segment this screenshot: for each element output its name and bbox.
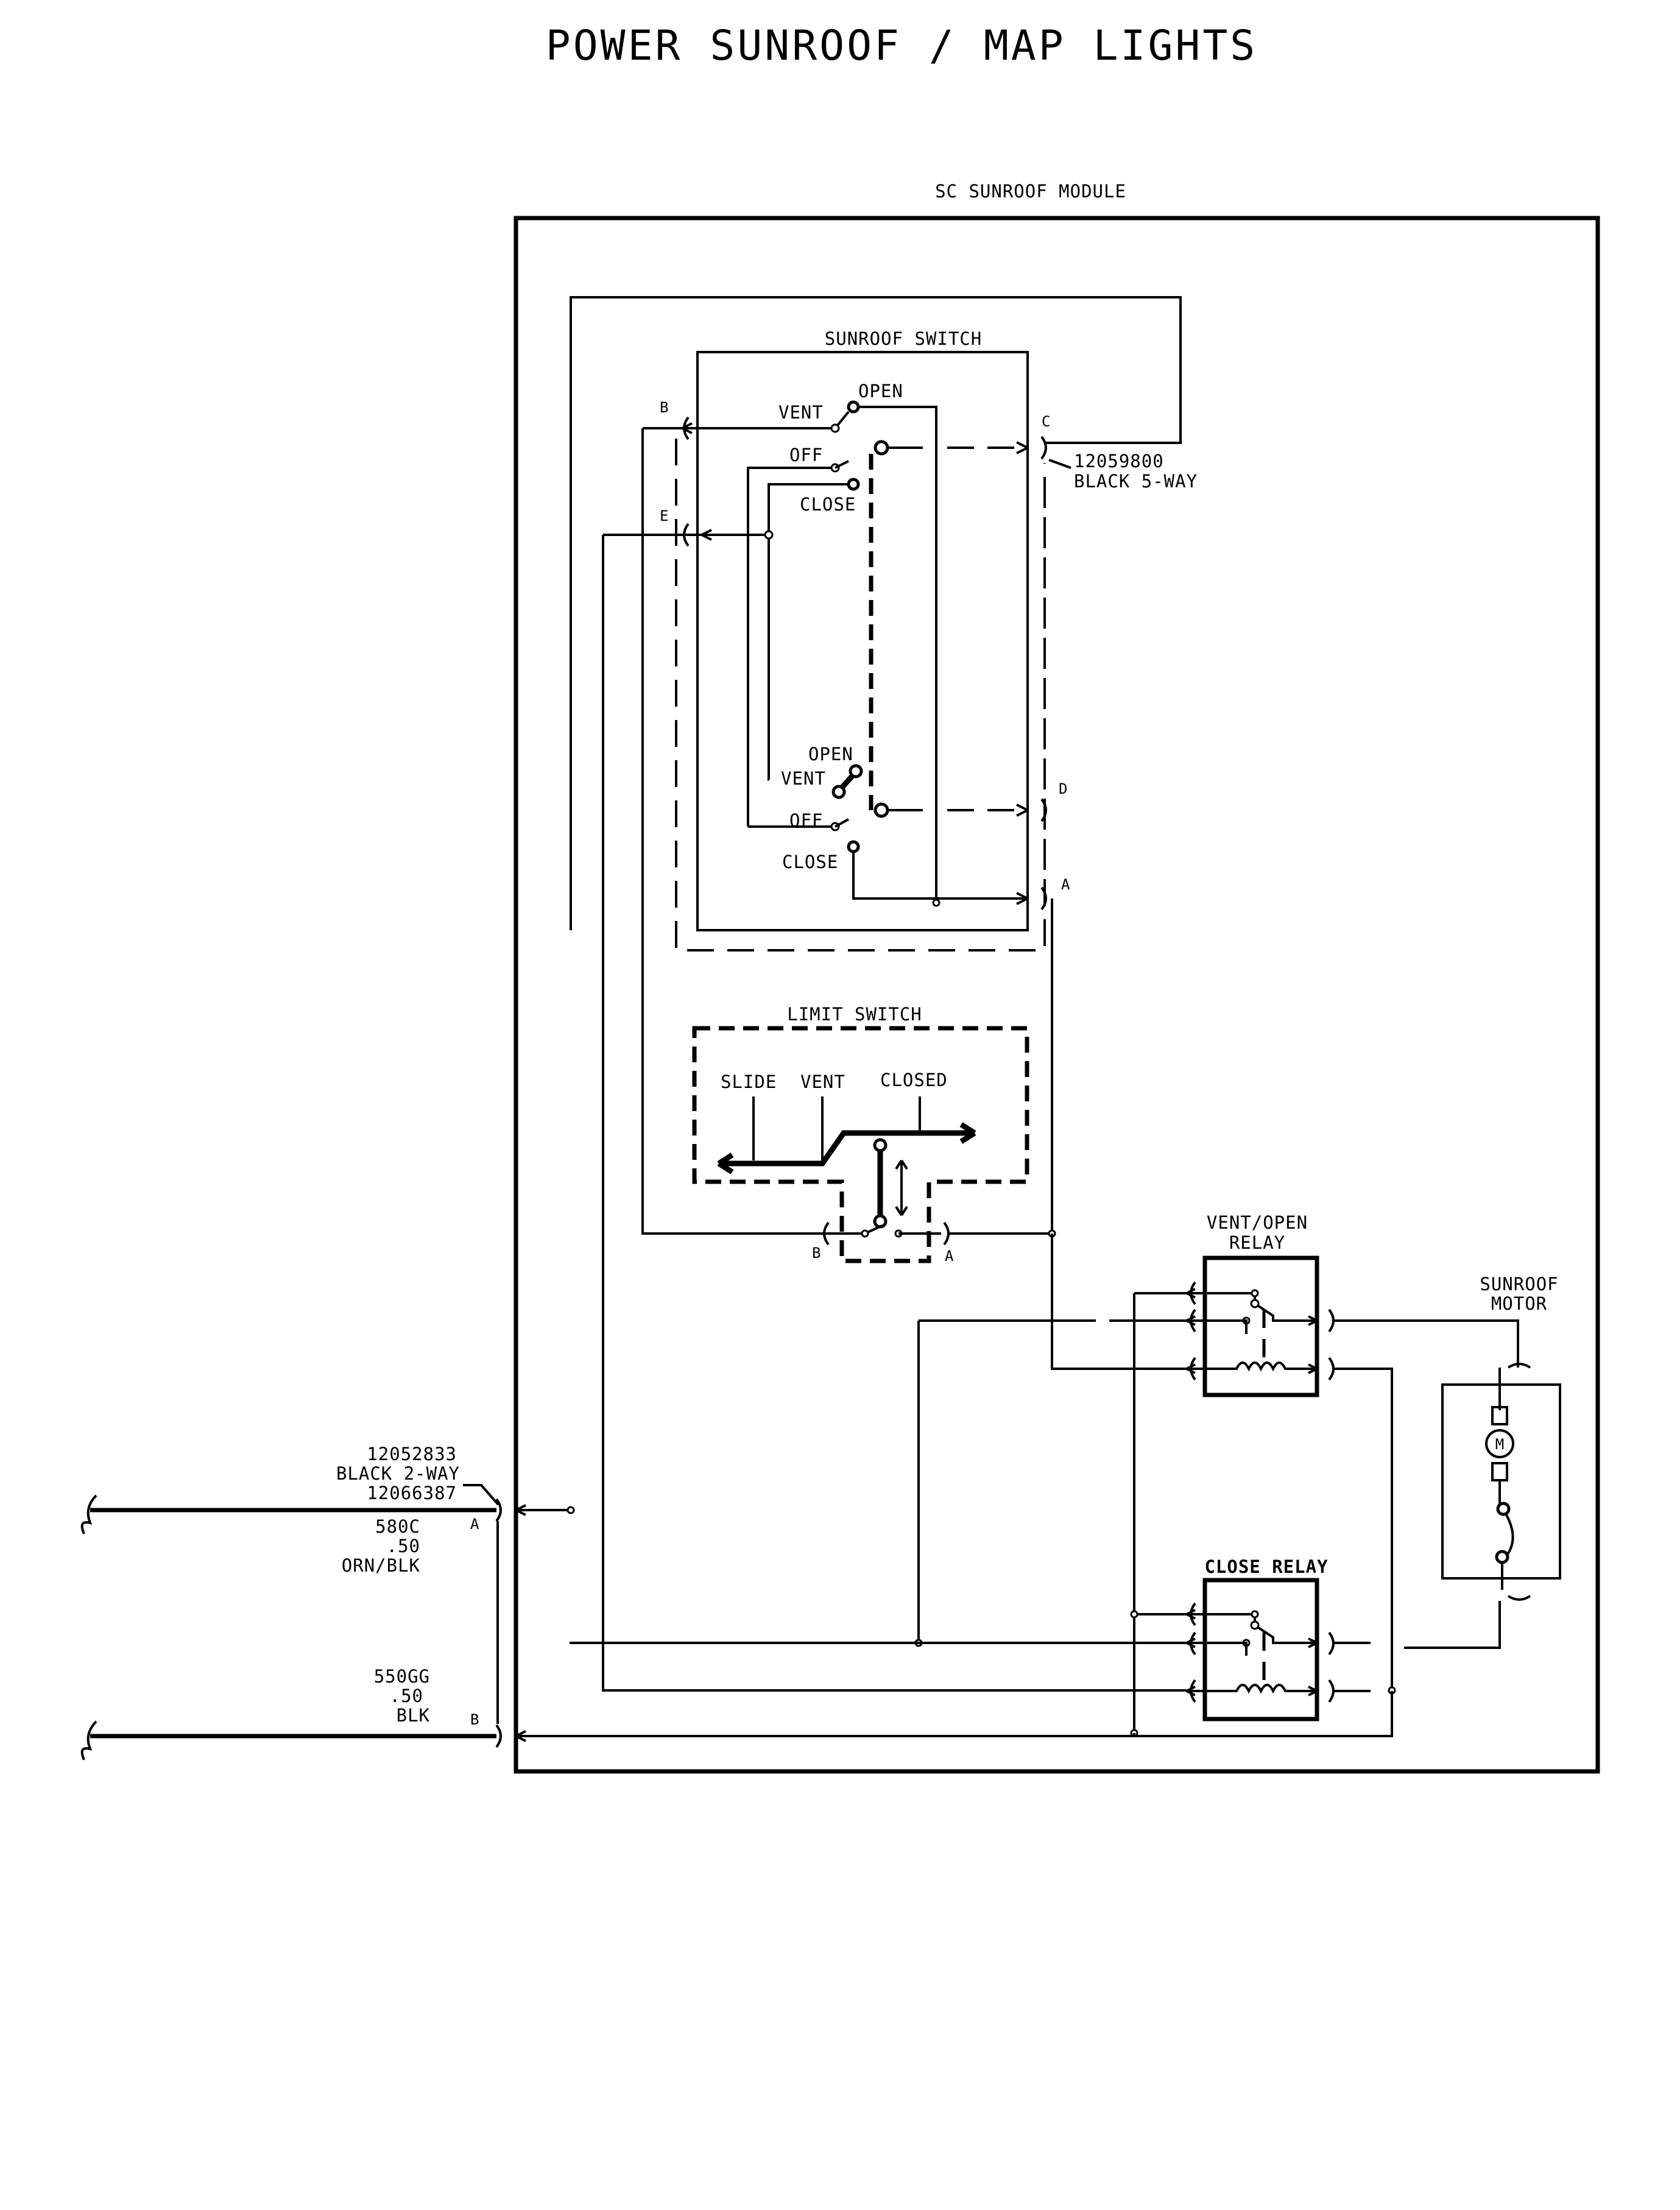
limit-slide-label: SLIDE	[721, 1071, 777, 1092]
limit-switch-label: LIMIT SWITCH	[787, 1004, 922, 1025]
motor-symbol: M	[1495, 1436, 1504, 1453]
pin-c-label: C	[1042, 413, 1050, 430]
lower-open-label: OPEN	[808, 744, 853, 764]
pin-a-label: A	[1061, 876, 1070, 893]
upper-close-label: CLOSE	[800, 494, 856, 515]
sunroof-module-box	[514, 216, 1600, 1774]
module-label: SC SUNROOF MODULE	[935, 181, 1126, 202]
sunroof-motor-label-1: SUNROOF	[1480, 1274, 1558, 1294]
connector-2way-part-number-2: 12066387	[367, 1483, 457, 1503]
limit-vent-label: VENT	[800, 1071, 845, 1092]
connector-5way-description: BLACK 5-WAY	[1074, 471, 1198, 492]
sunroof-motor-label-2: MOTOR	[1491, 1293, 1547, 1314]
connector-2way-description: BLACK 2-WAY	[336, 1463, 460, 1484]
wire-550gg-color: BLK	[397, 1705, 430, 1726]
wire-550gg: 550GG .50 BLK	[80, 1666, 502, 1760]
sunroof-switch: SUNROOF SWITCH OPEN VENT OFF CLOSE	[570, 296, 1198, 951]
close-relay-label: CLOSE RELAY	[1204, 1556, 1328, 1577]
connector-2way: 12052833 BLACK 2-WAY 12066387 A B	[336, 1444, 499, 1728]
vent-open-relay-label-2: RELAY	[1229, 1232, 1285, 1253]
vent-open-relay: VENT/OPEN RELAY	[1186, 1212, 1335, 1397]
pin-b-label: B	[660, 399, 668, 416]
sunroof-switch-label: SUNROOF SWITCH	[825, 328, 982, 349]
connector-2way-part-number-1: 12052833	[367, 1444, 457, 1464]
connector-2way-pin-b: B	[470, 1711, 479, 1728]
limit-pin-b-label: B	[812, 1244, 821, 1262]
wire-580c-gauge: .50	[387, 1536, 420, 1556]
lower-close-label: CLOSE	[782, 852, 838, 872]
wire-550gg-gauge: .50	[390, 1686, 423, 1706]
upper-off-label: OFF	[789, 445, 823, 465]
connector-5way-part-number: 12059800	[1074, 451, 1164, 471]
wire-580c-circuit: 580C	[375, 1516, 420, 1537]
pin-e-label: E	[660, 507, 668, 524]
limit-switch: LIMIT SWITCH SLIDE VENT CLOSED B A	[692, 1004, 1029, 1265]
lower-vent-label: VENT	[781, 768, 826, 789]
limit-pin-a-label: A	[945, 1248, 954, 1265]
sunroof-motor: SUNROOF MOTOR M	[1404, 1274, 1561, 1649]
wire-580c: 580C .50 ORN/BLK	[80, 1494, 502, 1576]
close-relay: CLOSE RELAY	[1186, 1556, 1335, 1721]
page-title: POWER SUNROOF / MAP LIGHTS	[546, 22, 1257, 70]
wire-580c-color: ORN/BLK	[342, 1555, 420, 1576]
limit-closed-label: CLOSED	[880, 1070, 948, 1090]
pin-d-label: D	[1059, 780, 1067, 797]
upper-open-label: OPEN	[858, 381, 903, 401]
upper-vent-label: VENT	[778, 402, 824, 423]
wire-550gg-circuit: 550GG	[374, 1666, 430, 1687]
vent-open-relay-label-1: VENT/OPEN	[1207, 1212, 1308, 1233]
connector-2way-pin-a: A	[470, 1516, 479, 1533]
